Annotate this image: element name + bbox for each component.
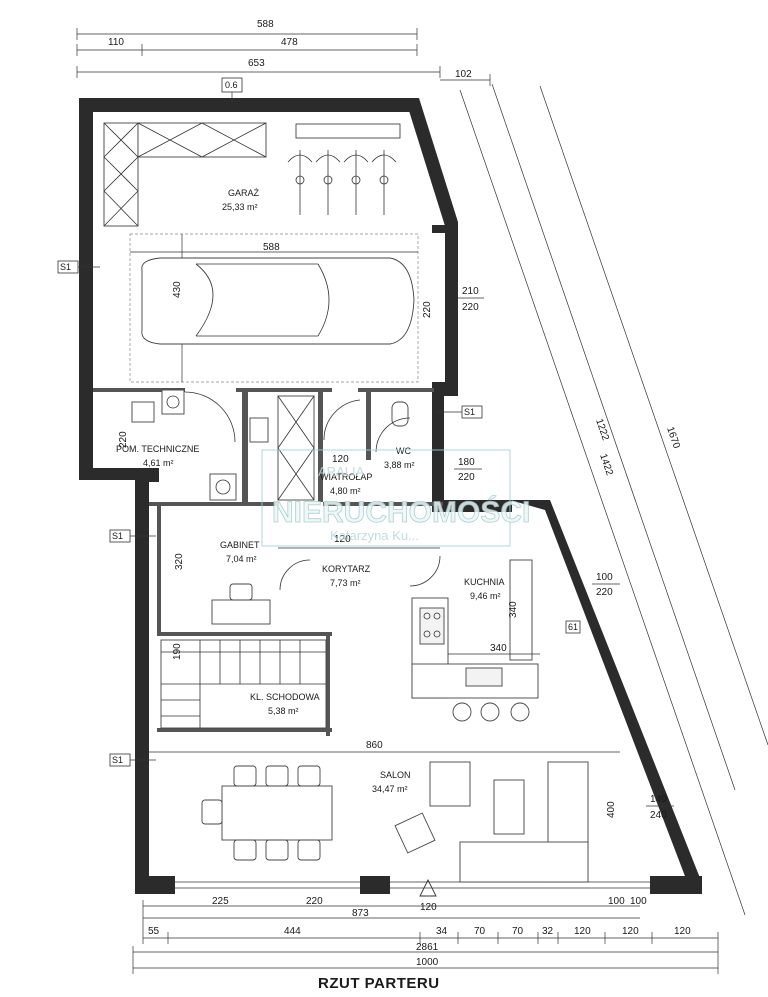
- dim-873: 873: [352, 908, 369, 919]
- tag-s1-salon-label: S1: [112, 755, 123, 765]
- wc-fixtures: [375, 401, 411, 453]
- living-room-sofa: [394, 761, 589, 883]
- watermark-subtitle: Katarzyna Ku...: [330, 528, 419, 543]
- diagonal-dimensions: [459, 83, 768, 916]
- dim-180-wc: 180: [458, 457, 475, 468]
- dim-220-bottom: 220: [306, 896, 323, 907]
- dim-860: 860: [366, 740, 383, 751]
- inner-walls: [93, 388, 620, 753]
- room-gabinet-name: GABINET: [220, 540, 260, 550]
- watermark-title: NIERUCHOMOŚCI: [272, 495, 530, 529]
- dim-240: 240: [650, 810, 667, 821]
- dim-225: 225: [212, 896, 229, 907]
- room-kl-schodowa-area: 5,38 m²: [268, 706, 299, 716]
- tag-61-label: 61: [568, 622, 578, 632]
- dim-1422: 1422: [597, 452, 615, 477]
- tag-06-label: 0.6: [225, 80, 238, 90]
- dim-588-top: 588: [257, 19, 274, 30]
- room-salon-name: SALON: [380, 770, 411, 780]
- dim-100-right: 100: [630, 896, 647, 907]
- dim-140: 140: [650, 794, 667, 805]
- room-wc-name: WC: [396, 446, 411, 456]
- room-wiatrolap-area: 4,80 m²: [330, 486, 361, 496]
- dim-seg-444: 444: [284, 926, 301, 937]
- dim-220-garage: 220: [422, 301, 433, 318]
- tag-s1-office-label: S1: [112, 531, 123, 541]
- dim-320: 320: [174, 553, 185, 570]
- dim-430: 430: [172, 281, 183, 298]
- room-kuchnia-area: 9,46 m²: [470, 591, 501, 601]
- kitchen-counters: [411, 559, 539, 722]
- dim-seg-120c: 120: [674, 926, 691, 937]
- dim-110: 110: [108, 37, 124, 48]
- room-kuchnia-name: KUCHNIA: [464, 577, 505, 587]
- room-pom-techniczne-name: POM. TECHNICZNE: [116, 444, 199, 454]
- room-korytarz-area: 7,73 m²: [330, 578, 361, 588]
- dim-1670: 1670: [664, 425, 682, 450]
- door-swing-kitchen: [409, 555, 441, 587]
- dim-seg-70b: 70: [512, 926, 524, 937]
- garage-cabinets: [103, 122, 267, 227]
- dim-seg-32: 32: [542, 926, 554, 937]
- plan-title: RZUT PARTERU: [318, 975, 440, 992]
- staircase: [160, 639, 327, 729]
- entrance-marker: [419, 878, 437, 897]
- outer-walls: [79, 98, 702, 894]
- room-kl-schodowa-name: KL. SCHODOWA: [250, 692, 320, 702]
- room-wc-area: 3,88 m²: [384, 460, 415, 470]
- dim-190: 190: [172, 643, 183, 660]
- dim-seg-55: 55: [148, 926, 160, 937]
- car-icon: [141, 257, 415, 345]
- dim-588-garage: 588: [263, 242, 280, 253]
- room-garaz-area: 25,33 m²: [222, 202, 258, 212]
- tag-s1-garage-label: S1: [60, 262, 71, 272]
- dim-220-pt: 220: [118, 431, 129, 448]
- dim-220-wc: 220: [458, 472, 475, 483]
- dim-100-kitchen: 100: [596, 572, 613, 583]
- office-desk: [211, 559, 311, 625]
- watermark-brand: ARALIA: [318, 464, 365, 479]
- dim-seg-120b: 120: [622, 926, 639, 937]
- dim-220-kitchen: 220: [596, 587, 613, 598]
- watermark-logo: ARALIA NIERUCHOMOŚCI Katarzyna Ku...: [261, 449, 531, 547]
- dim-653: 653: [248, 58, 265, 69]
- bicycle-rack: [287, 123, 401, 215]
- dim-seg-34: 34: [436, 926, 448, 937]
- dim-100-left: 100: [608, 896, 625, 907]
- dim-1000: 1000: [416, 957, 439, 968]
- dim-478: 478: [281, 37, 298, 48]
- dim-210: 210: [462, 286, 479, 297]
- entry-closet: [249, 395, 361, 501]
- dim-340-vertical: 340: [508, 601, 519, 618]
- room-gabinet-area: 7,04 m²: [226, 554, 257, 564]
- room-garaz-name: GARAŻ: [228, 188, 260, 198]
- technical-room-fixtures: [131, 389, 237, 501]
- dim-120-korytarz: 120: [334, 534, 351, 545]
- top-dimensions: [76, 28, 491, 86]
- dim-seg-120a: 120: [574, 926, 591, 937]
- bottom-dimension-lines: [132, 900, 719, 974]
- dim-400: 400: [606, 801, 617, 818]
- dining-table: [201, 765, 333, 861]
- tag-61: [565, 620, 581, 634]
- dim-2861: 2861: [416, 942, 439, 953]
- room-salon-area: 34,47 m²: [372, 784, 408, 794]
- dim-340-horizontal: 340: [490, 643, 507, 654]
- room-pom-techniczne-area: 4,61 m²: [143, 458, 174, 468]
- dim-120-wiatrolap: 120: [332, 454, 349, 465]
- tag-s1-wc-label: S1: [464, 407, 475, 417]
- room-korytarz-name: KORYTARZ: [322, 564, 371, 574]
- room-wiatrolap-name: WIATROŁAP: [320, 472, 372, 482]
- dim-220-window: 220: [462, 302, 479, 313]
- dim-102: 102: [455, 69, 472, 80]
- dim-120-entrance: 120: [420, 902, 437, 913]
- dim-seg-70a: 70: [474, 926, 486, 937]
